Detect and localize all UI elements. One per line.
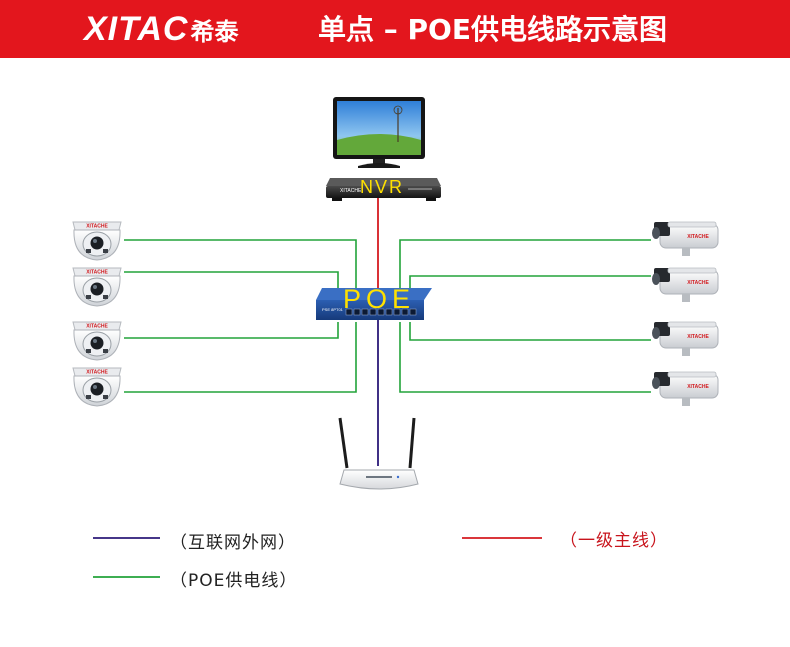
brand-logo: XITAC 希泰	[84, 8, 238, 50]
logo-chinese: 希泰	[190, 17, 239, 46]
wifi-router	[338, 417, 419, 490]
page-title: 单点 – POE供电线路示意图	[318, 13, 667, 46]
bullet-camera	[651, 371, 719, 407]
logo-latin: XITAC	[84, 9, 189, 48]
bullet-camera	[651, 267, 719, 303]
header-banner: XITAC 希泰 单点 – POE供电线路示意图	[0, 0, 790, 58]
poe-switch-label: POE	[343, 284, 416, 314]
bullet-camera	[651, 321, 719, 357]
dome-camera	[72, 221, 122, 261]
nvr-recorder: XITACHE	[326, 178, 441, 201]
bullet-camera	[651, 221, 719, 257]
svg-text:PSE 8PT01: PSE 8PT01	[322, 307, 344, 312]
dome-camera	[72, 267, 122, 307]
legend-main-line-text: （一级主线）	[560, 531, 668, 551]
dome-camera	[72, 367, 122, 407]
monitor	[333, 97, 425, 168]
nvr-label: NVR	[360, 177, 405, 197]
dome-camera	[72, 321, 122, 361]
svg-text:XITACHE: XITACHE	[340, 188, 362, 194]
legend-poe-line-text: （POE供电线）	[170, 571, 298, 591]
legend-internet-text: （互联网外网）	[170, 533, 296, 553]
poe-switch: PSE 8PT01	[316, 288, 432, 320]
